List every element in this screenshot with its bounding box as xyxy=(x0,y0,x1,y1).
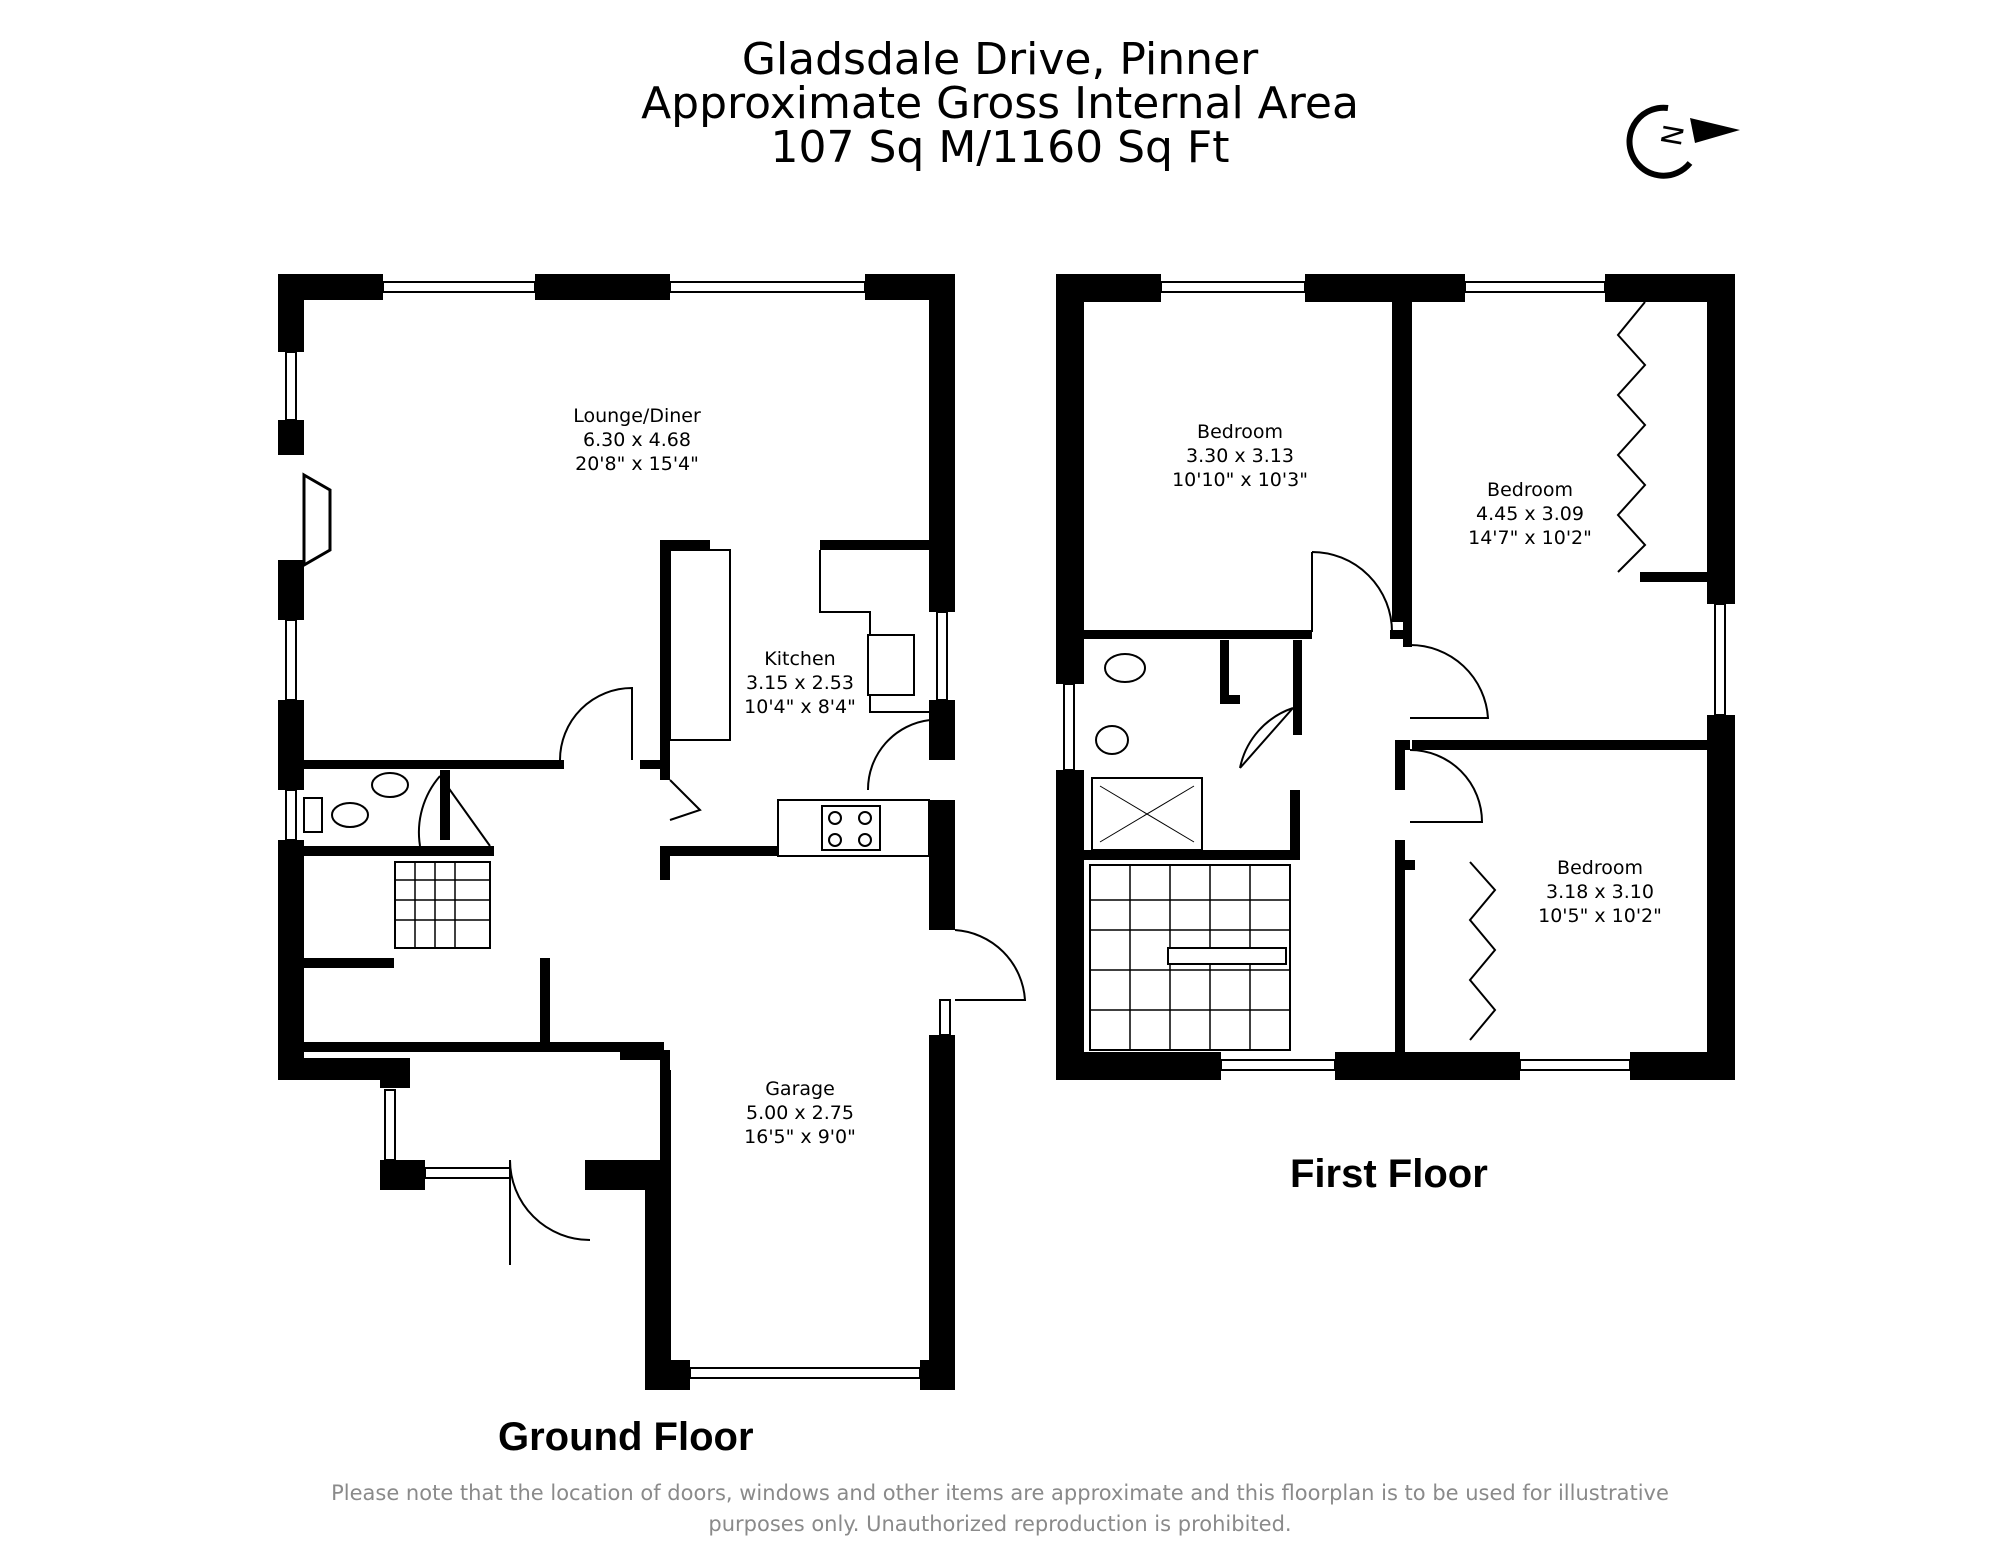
ground-floor-label: Ground Floor xyxy=(498,1415,754,1459)
room-label-garage: Garage 5.00 x 2.75 16'5" x 9'0" xyxy=(744,1078,856,1148)
disclaimer-line-2: purposes only. Unauthorized reproduction… xyxy=(708,1512,1292,1536)
room-imperial: 14'7" x 10'2" xyxy=(1468,527,1592,549)
room-imperial: 10'4" x 8'4" xyxy=(744,696,856,718)
room-imperial: 10'10" x 10'3" xyxy=(1172,469,1308,491)
room-metric: 3.18 x 3.10 xyxy=(1546,881,1654,903)
room-metric: 5.00 x 2.75 xyxy=(746,1102,854,1124)
area-subtitle: Approximate Gross Internal Area xyxy=(641,78,1359,129)
compass-letter: N xyxy=(1655,122,1691,148)
room-name: Kitchen xyxy=(764,648,835,670)
room-name: Bedroom xyxy=(1557,857,1643,879)
room-label-kitchen: Kitchen 3.15 x 2.53 10'4" x 8'4" xyxy=(744,648,856,718)
room-label-bedroom-2: Bedroom 4.45 x 3.09 14'7" x 10'2" xyxy=(1468,479,1592,549)
room-name: Garage xyxy=(765,1078,835,1100)
room-name: Bedroom xyxy=(1197,421,1283,443)
room-metric: 6.30 x 4.68 xyxy=(583,429,691,451)
room-imperial: 10'5" x 10'2" xyxy=(1538,905,1662,927)
room-label-lounge-diner: Lounge/Diner 6.30 x 4.68 20'8" x 15'4" xyxy=(573,405,701,475)
room-metric: 4.45 x 3.09 xyxy=(1476,503,1584,525)
room-label-bedroom-3: Bedroom 3.18 x 3.10 10'5" x 10'2" xyxy=(1538,857,1662,927)
room-label-bedroom-1: Bedroom 3.30 x 3.13 10'10" x 10'3" xyxy=(1172,421,1308,491)
room-imperial: 16'5" x 9'0" xyxy=(744,1126,856,1148)
first-floor-plan xyxy=(1056,274,1735,1080)
room-metric: 3.30 x 3.13 xyxy=(1186,445,1294,467)
room-name: Bedroom xyxy=(1487,479,1573,501)
room-imperial: 20'8" x 15'4" xyxy=(575,453,699,475)
room-name: Lounge/Diner xyxy=(573,405,701,427)
area-value: 107 Sq M/1160 Sq Ft xyxy=(770,122,1230,173)
room-metric: 3.15 x 2.53 xyxy=(746,672,854,694)
first-floor-label: First Floor xyxy=(1290,1152,1488,1196)
property-title: Gladsdale Drive, Pinner xyxy=(741,34,1259,85)
north-arrow-icon: N xyxy=(1626,104,1740,179)
disclaimer-line-1: Please note that the location of doors, … xyxy=(331,1481,1669,1505)
plan-header: Gladsdale Drive, Pinner Approximate Gros… xyxy=(0,38,2000,170)
disclaimer: Please note that the location of doors, … xyxy=(0,1478,2000,1540)
ground-floor-plan xyxy=(278,274,1027,1390)
